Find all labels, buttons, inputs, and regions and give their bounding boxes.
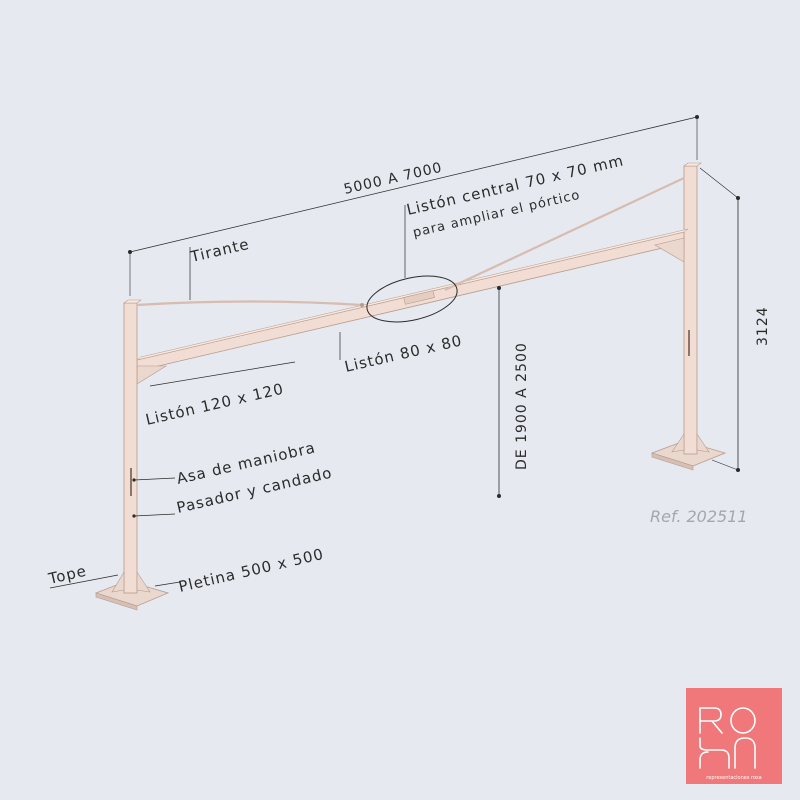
leader-asa [133,477,176,481]
central-joint-highlight [366,275,458,323]
right-bracket [654,237,685,263]
height-ext-bottom [711,459,739,471]
tope-label: Tope [46,562,89,588]
logo-tagline: representaciones rosa [706,775,761,781]
clearance-label: DE 1900 A 2500 [514,342,530,470]
leader-pasador-dot [132,514,136,518]
leader-pletina [154,581,181,587]
liston80-label: Listón 80 x 80 [343,331,464,376]
left-base-plate-edge [95,592,138,611]
leader-liston120 [149,361,296,387]
left-gusset [111,570,125,593]
height-label: 3124 [755,306,771,346]
leader-tope [49,574,119,589]
tie-rod-left [136,300,363,307]
clearance-dim-end-top [497,286,501,290]
height-ext-top [699,167,739,199]
left-gusset-2 [136,570,151,593]
leader-asa-dot [132,478,136,482]
pletina-label: Pletina 500 x 500 [177,545,326,596]
logo-background [686,688,782,784]
tie-rod-anchor [360,303,364,307]
tie-rod-right [444,177,685,291]
liston120-label: Listón 120 x 120 [144,380,286,429]
central-joint [403,290,435,305]
tirante-label: Tirante [188,235,251,266]
cross-beam-top [136,228,689,361]
clearance-dim-end-bottom [497,494,501,498]
left-post [123,302,138,594]
right-post-top [683,162,702,167]
right-gusset-2 [696,433,710,453]
right-base-plate-edge [651,452,694,471]
right-post [683,165,698,455]
reference-number: Ref. 202511 [650,507,748,526]
left-post-top [123,299,142,304]
left-bracket [136,365,168,385]
leader-pasador [133,513,176,517]
span-label: 5000 A 7000 [342,160,444,198]
rosa-logo: representaciones rosa [686,688,782,784]
span-dimension-line [129,116,698,253]
logo-letters-mark [699,707,756,769]
right-gusset [671,433,685,453]
